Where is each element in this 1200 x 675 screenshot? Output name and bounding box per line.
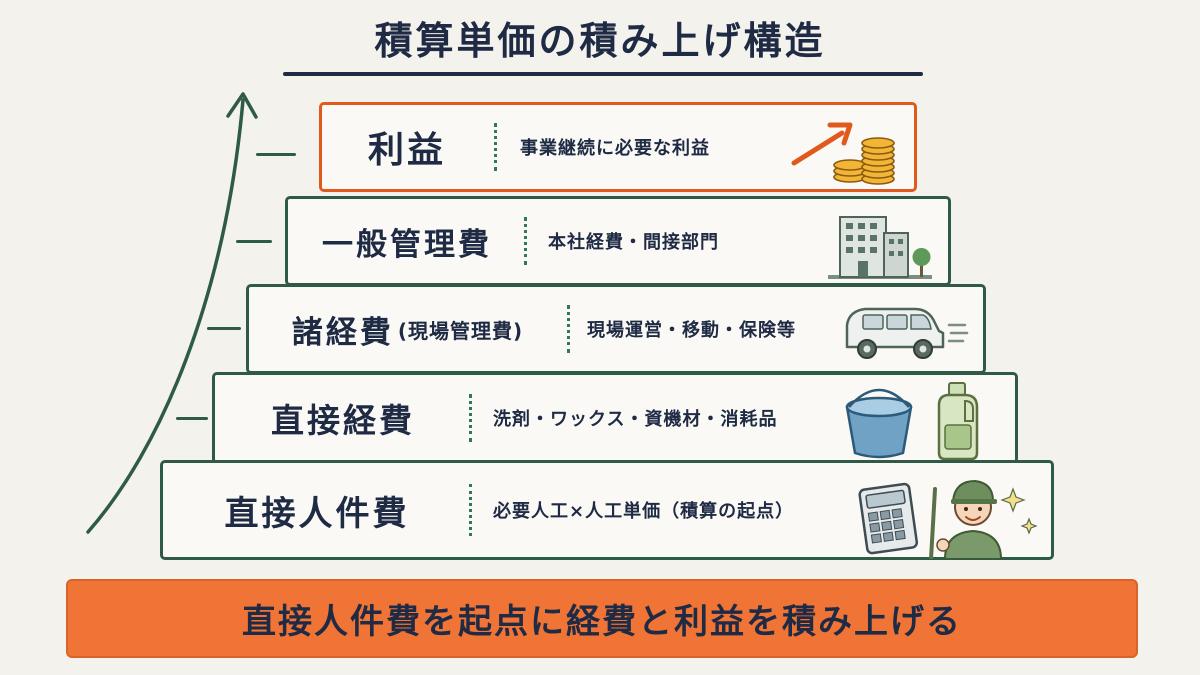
tier-separator xyxy=(567,305,570,353)
summary-banner: 直接人件費を起点に経費と利益を積み上げる xyxy=(66,579,1138,658)
tier-description: 本社経費・間接部門 xyxy=(548,232,719,253)
tier-name: 一般管理費 xyxy=(322,226,492,263)
calculator-worker-icon xyxy=(858,479,1038,559)
tier-profit: 利益 事業継続に必要な利益 xyxy=(319,102,917,192)
tier-separator xyxy=(469,393,472,443)
coins-up-arrow-icon xyxy=(791,122,895,185)
tier-direct-expenses: 直接経費 洗剤・ワックス・資機材・消耗品 xyxy=(212,372,1018,464)
office-building-icon xyxy=(828,216,932,279)
tier-misc-expenses: 諸経費(現場管理費) 現場運営・移動・保険等 xyxy=(246,284,986,374)
level-mark xyxy=(176,417,208,420)
tier-separator xyxy=(469,483,472,537)
tier-name: 利益 xyxy=(367,130,446,171)
tier-description: 必要人工×人工単価（積算の起点） xyxy=(493,501,795,522)
level-mark xyxy=(207,327,241,330)
tier-name: 直接経費 xyxy=(271,401,415,440)
tier-general-admin: 一般管理費 本社経費・間接部門 xyxy=(285,196,951,286)
title-underline xyxy=(283,72,923,76)
page-title: 積算単価の積み上げ構造 xyxy=(374,19,826,63)
van-icon xyxy=(845,307,969,359)
tier-description: 洗剤・ワックス・資機材・消耗品 xyxy=(493,409,778,430)
tier-name: 諸経費(現場管理費) xyxy=(291,314,524,351)
tier-description: 現場運営・移動・保険等 xyxy=(587,320,796,341)
tier-direct-labor: 直接人件費 必要人工×人工単価（積算の起点） xyxy=(160,460,1054,560)
tier-separator xyxy=(524,217,527,265)
tier-separator xyxy=(494,123,497,171)
tier-name: 直接人件費 xyxy=(224,493,410,534)
level-mark xyxy=(236,240,272,243)
bucket-bottle-icon xyxy=(845,382,979,461)
tier-description: 事業継続に必要な利益 xyxy=(520,138,710,159)
level-mark xyxy=(256,153,296,156)
